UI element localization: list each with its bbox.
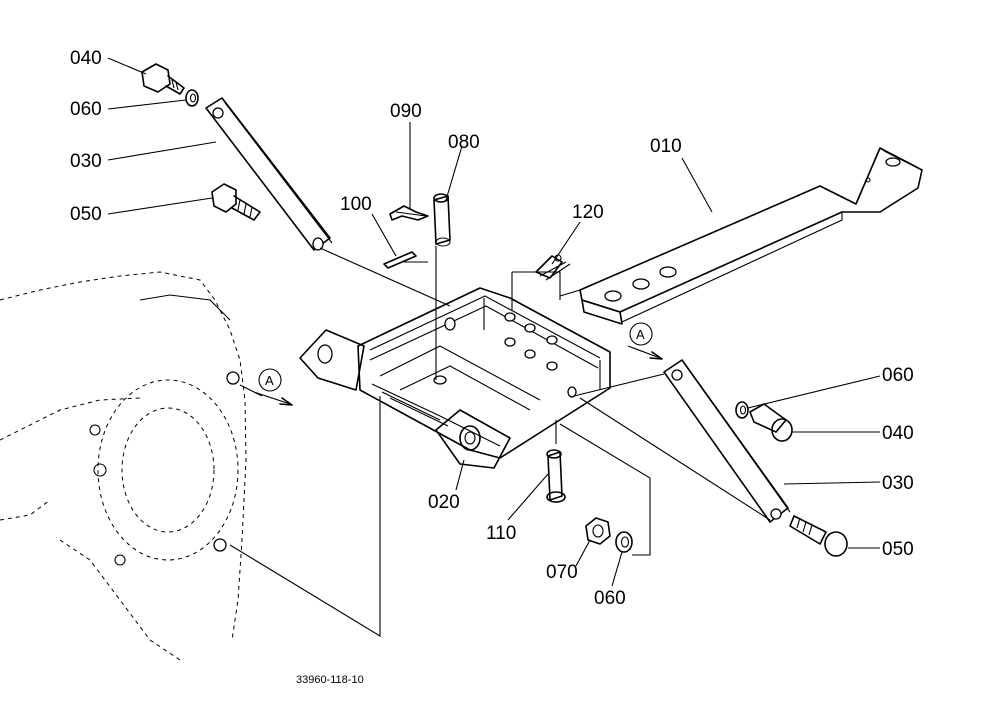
view-mark-left: A bbox=[265, 373, 274, 388]
callout-030-top: 030 bbox=[70, 151, 102, 172]
bolt-050-top bbox=[211, 183, 261, 221]
clip-pin-120 bbox=[535, 254, 571, 281]
assembly-lines bbox=[229, 246, 771, 637]
callout-050-right: 050 bbox=[882, 539, 914, 560]
pin-110 bbox=[546, 449, 566, 503]
nut-070 bbox=[585, 517, 611, 545]
drawbar-010 bbox=[579, 147, 923, 325]
snap-pin-090 bbox=[389, 205, 429, 221]
callout-060-right: 060 bbox=[882, 365, 914, 386]
view-arrow-right bbox=[627, 322, 663, 360]
transmission-housing bbox=[0, 271, 247, 661]
leader-lines bbox=[107, 57, 881, 587]
callout-010: 010 bbox=[650, 136, 682, 157]
callout-050-top: 050 bbox=[70, 204, 102, 225]
bolt-050-right bbox=[789, 515, 848, 557]
cotter-pin-100 bbox=[383, 251, 417, 269]
callout-060-top: 060 bbox=[70, 99, 102, 120]
callout-100: 100 bbox=[340, 194, 372, 215]
callout-080: 080 bbox=[448, 132, 480, 153]
callout-030-right: 030 bbox=[882, 473, 914, 494]
bolt-040-right bbox=[749, 403, 793, 442]
stay-030-right bbox=[663, 359, 791, 523]
callout-110: 110 bbox=[486, 523, 516, 544]
callout-060-bottom: 060 bbox=[594, 588, 626, 609]
hitch-frame-020 bbox=[299, 287, 611, 469]
callout-040-top: 040 bbox=[70, 48, 102, 69]
reference-code: 33960-118-10 bbox=[296, 674, 364, 686]
stay-030-left bbox=[205, 97, 333, 251]
washer-060-top bbox=[185, 89, 199, 107]
view-mark-right: A bbox=[636, 327, 645, 342]
callout-070: 070 bbox=[546, 562, 578, 583]
washer-060-right bbox=[735, 401, 749, 419]
bolt-040-top bbox=[141, 63, 185, 95]
view-arrow-left bbox=[253, 368, 293, 406]
callout-090: 090 bbox=[390, 101, 422, 122]
pin-080 bbox=[433, 193, 451, 247]
callout-040-right: 040 bbox=[882, 423, 914, 444]
callout-120: 120 bbox=[572, 202, 604, 223]
washer-060-bottom bbox=[615, 531, 633, 553]
callout-020: 020 bbox=[428, 492, 460, 513]
